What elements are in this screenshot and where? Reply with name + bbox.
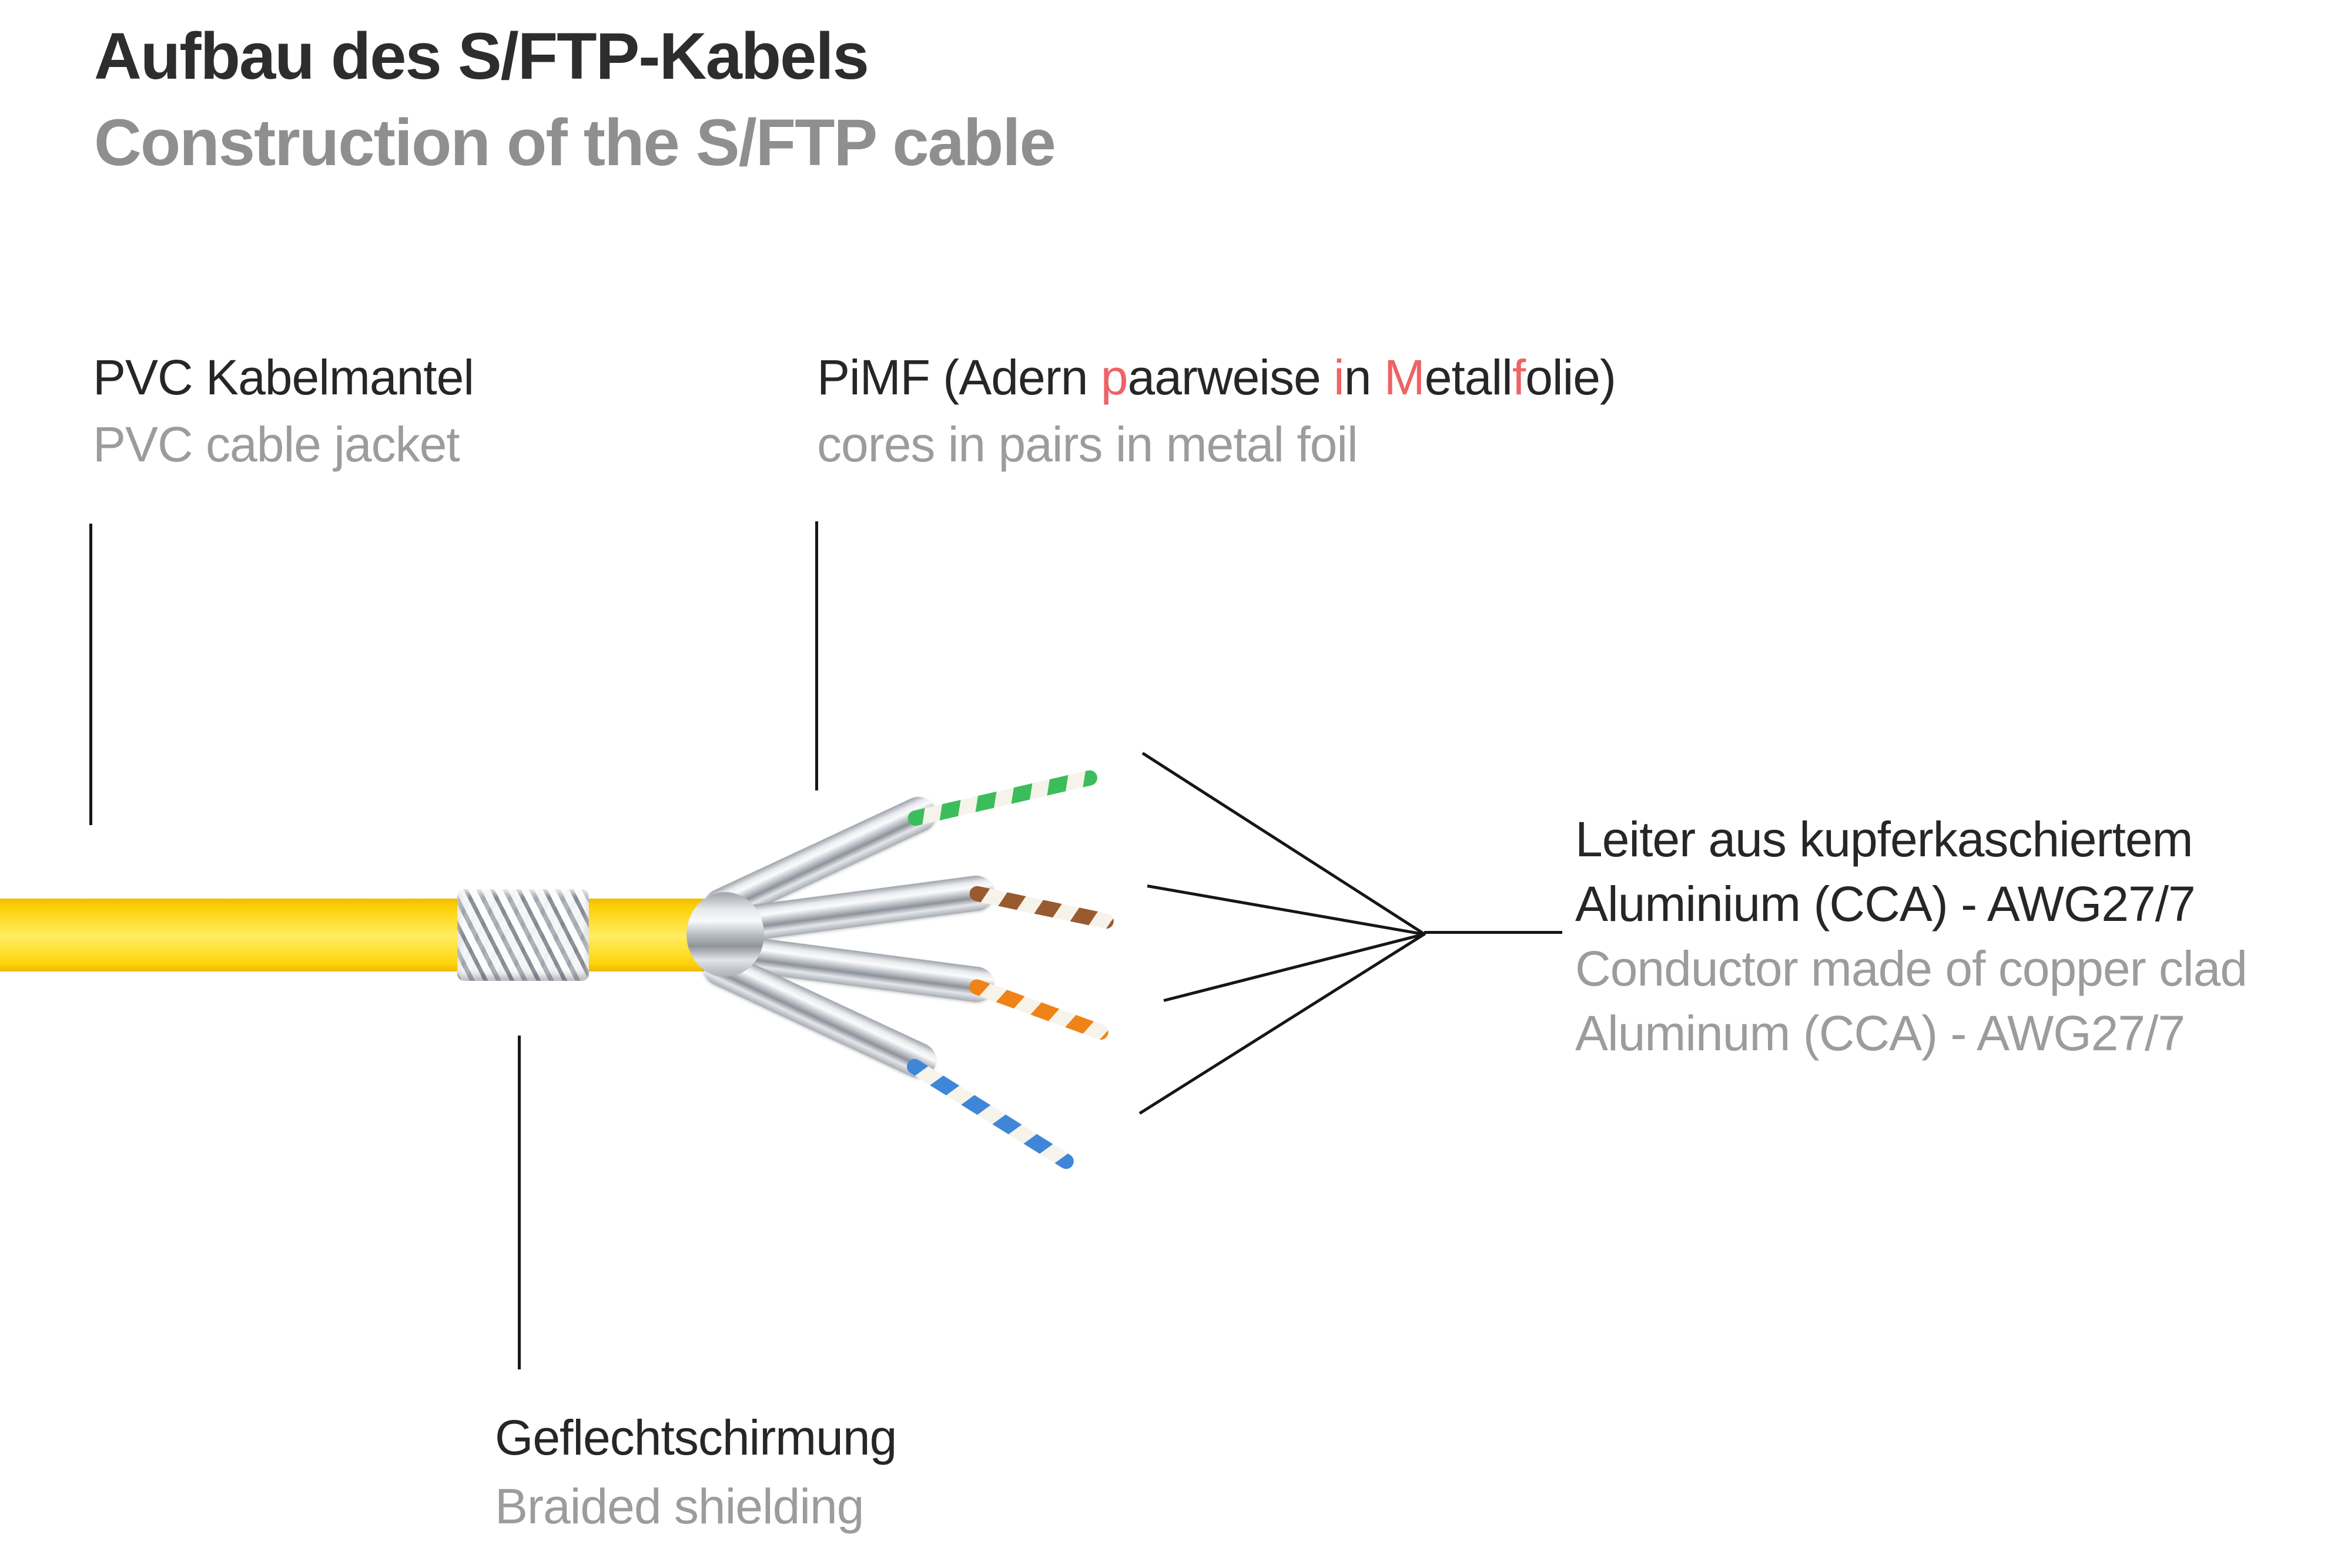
pimf-part-accent: i <box>1334 350 1345 405</box>
leader-line-conductor-2 <box>1147 884 1425 936</box>
label-conductor-de-line2: Aluminium (CCA) - AWG27/7 <box>1575 876 2196 932</box>
twisted-pair-blue <box>904 1056 1077 1172</box>
label-pvc-jacket-de: PVC Kabelmantel <box>93 350 474 405</box>
leader-line-conductor-3 <box>1163 933 1425 1002</box>
braided-shield-section <box>457 889 589 981</box>
label-pimf-en: cores in pairs in metal foil <box>817 417 1358 472</box>
pimf-part-accent: f <box>1512 350 1526 405</box>
page-title-en: Construction of the S/FTP cable <box>94 106 1056 179</box>
pimf-part-accent: p <box>1100 350 1128 405</box>
pimf-part: etall <box>1424 350 1513 405</box>
twisted-pair-orange <box>967 977 1111 1042</box>
leader-line-pimf <box>815 521 818 790</box>
label-conductor-de-line1: Leiter aus kupferkaschiertem <box>1575 812 2193 867</box>
page-title-de: Aufbau des S/FTP-Kabels <box>94 19 869 93</box>
label-pvc-jacket-en: PVC cable jacket <box>93 417 460 472</box>
twisted-pair-green <box>906 769 1099 827</box>
leader-line-braid <box>518 1036 521 1369</box>
label-conductor-en-line2: Aluminum (CCA) - AWG27/7 <box>1575 1006 2185 1061</box>
pimf-part: n <box>1344 350 1384 405</box>
leader-line-pvc-jacket <box>89 524 92 825</box>
label-conductor-en-line1: Conductor made of copper clad <box>1575 941 2248 996</box>
leader-line-conductor-horizontal <box>1424 931 1562 934</box>
label-pimf-de: PiMF (Adern paarweise in Metallfolie) <box>817 353 1616 402</box>
pimf-part: olie) <box>1525 350 1616 405</box>
label-braid-en: Braided shielding <box>495 1479 864 1534</box>
foil-bundle-hub <box>686 892 764 977</box>
pimf-part: aarweise <box>1127 350 1334 405</box>
twisted-pair-brown <box>968 884 1116 930</box>
label-braid-de: Geflechtschirmung <box>495 1410 897 1465</box>
pimf-part-accent: M <box>1384 350 1425 405</box>
leader-line-conductor-4 <box>1138 933 1425 1115</box>
pimf-part: PiMF (Adern <box>817 350 1101 405</box>
cable-jacket-left-segment <box>0 899 460 971</box>
